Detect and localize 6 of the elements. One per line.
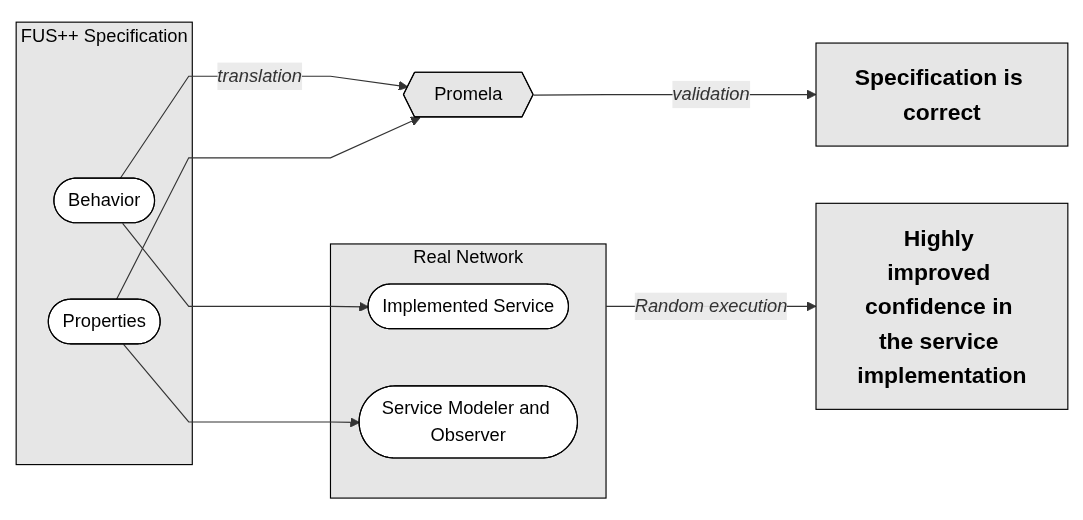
edge-label: validation bbox=[671, 84, 750, 104]
arrow bbox=[115, 116, 421, 301]
edge-label: Random execution bbox=[634, 295, 787, 316]
edge-label: translation bbox=[216, 65, 302, 86]
node-box: Highly improved confidence in the service implementation bbox=[814, 202, 1068, 410]
node-box: Specification is correct bbox=[814, 42, 1068, 147]
